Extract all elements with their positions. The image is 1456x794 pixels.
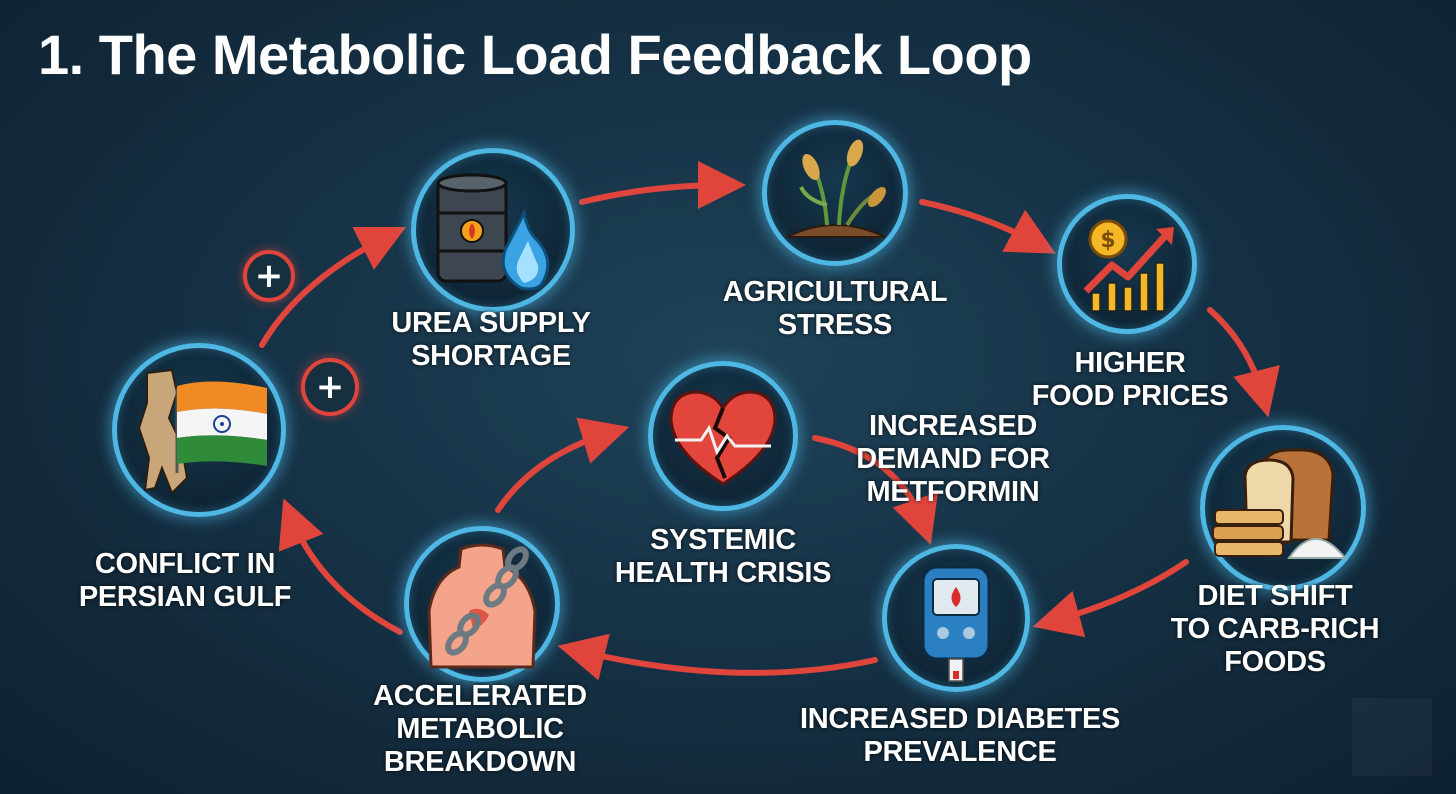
polarity-sign-plus: + bbox=[301, 358, 359, 416]
corner-placeholder-box bbox=[1352, 698, 1432, 776]
arrow-health-to-diabetes bbox=[812, 435, 938, 546]
arrow-prices-to-diet bbox=[1207, 307, 1280, 418]
node-agri bbox=[762, 120, 908, 266]
arrow-conflict-to-urea bbox=[259, 226, 407, 348]
arrow-urea-to-agri bbox=[579, 161, 746, 210]
arrow-metabolic-to-conflict bbox=[278, 498, 403, 635]
node-conflict bbox=[112, 343, 286, 517]
wilting-crop-icon bbox=[786, 139, 886, 238]
rising-price-chart-icon: $ bbox=[1083, 219, 1174, 312]
bread-and-sugar-icon bbox=[1212, 448, 1348, 559]
node-health bbox=[648, 361, 798, 511]
chained-body-icon bbox=[427, 543, 537, 669]
arrow-metabolic-to-health bbox=[495, 417, 630, 513]
oil-barrel-gas-flame-icon bbox=[436, 173, 550, 291]
diagram-title: 1. The Metabolic Load Feedback Loop bbox=[38, 23, 1032, 86]
arrow-diabetes-to-metabolic bbox=[557, 633, 878, 681]
node-metabolic bbox=[404, 526, 560, 682]
arrow-agri-to-prices bbox=[919, 199, 1056, 254]
polarity-sign-plus: + bbox=[243, 250, 295, 302]
node-urea bbox=[411, 148, 575, 312]
india-flag-map-icon bbox=[137, 368, 267, 495]
node-prices: $ bbox=[1057, 194, 1197, 334]
arrow-diet-to-diabetes bbox=[1032, 559, 1189, 638]
broken-heart-icon bbox=[669, 390, 777, 486]
node-diabetes bbox=[882, 544, 1030, 692]
glucose-meter-icon bbox=[921, 565, 991, 682]
svg-text:$: $ bbox=[1100, 228, 1115, 253]
node-diet bbox=[1200, 425, 1366, 591]
